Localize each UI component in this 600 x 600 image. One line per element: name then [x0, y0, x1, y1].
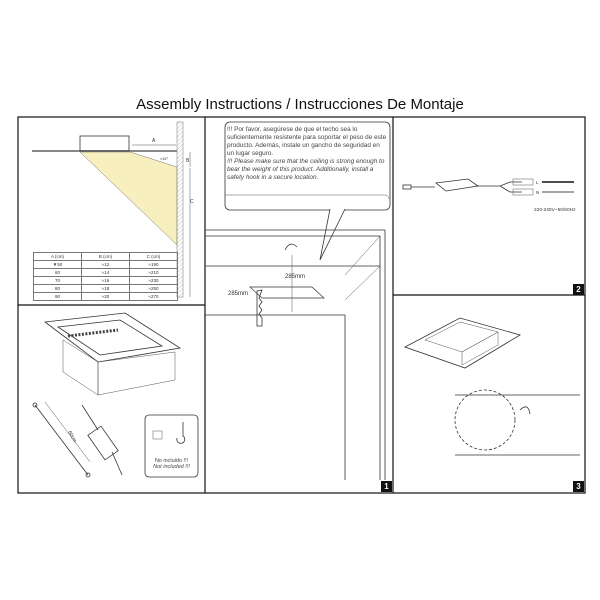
anchor-icon	[152, 430, 163, 440]
cable-length-label: 60cm	[66, 430, 77, 444]
table-row: 90≈20≈270	[33, 292, 178, 301]
beam-angle-diagram: A B C ≈15°	[32, 121, 194, 298]
ceiling-cutout-drawing: 285mm 285mm	[205, 121, 391, 480]
wire-n-label: N	[536, 190, 539, 195]
table-row: 80≈18≈250	[33, 284, 178, 293]
table-header: C (cm)	[129, 252, 178, 261]
step-1-badge: 1	[381, 481, 392, 492]
warning-text-es: !!! Por favor, asegúrese de que el techo…	[227, 126, 387, 157]
angle-label: ≈15°	[160, 156, 169, 161]
step-3-badge: 3	[573, 481, 584, 492]
table-row: 60≈14≈210	[33, 268, 178, 277]
driver-drawing	[81, 404, 123, 476]
dimension-a-label: A	[152, 138, 156, 144]
table-row: ▼50≈12≈190	[33, 260, 178, 269]
warning-text-en: !!! Please make sure that the ceiling is…	[227, 158, 385, 181]
saw-icon	[256, 289, 263, 327]
table-header: A (cm)	[33, 252, 82, 261]
step-2-badge: 2	[573, 284, 584, 295]
dimension-table: A (cm) B (cm) C (cm) ▼50≈12≈190 60≈14≈21…	[33, 252, 178, 301]
safety-warning-bubble: !!! Por favor, asegúrese de que el techo…	[227, 126, 387, 182]
not-included-label: No incluido !!! Not included !!!	[145, 458, 198, 470]
cutout-width-label: 285mm	[285, 274, 305, 280]
fixture-install-drawing	[404, 317, 580, 456]
downlight-fixture-drawing	[43, 312, 182, 396]
not-included-es: No incluido !!!	[154, 458, 189, 464]
not-included-box	[144, 414, 199, 478]
table-header: B (cm)	[81, 252, 130, 261]
voltage-label: 220-240V~50/60Hz	[534, 207, 576, 213]
wire-l-label: L	[536, 180, 539, 185]
cutout-depth-label: 285mm	[228, 291, 248, 297]
page-title: Assembly Instructions / Instrucciones De…	[136, 96, 464, 113]
table-row: 70≈16≈230	[33, 276, 178, 285]
wiring-diagram: L N 220-240V~50/60Hz	[402, 178, 576, 213]
hook-icon	[176, 422, 186, 444]
not-included-en: Not included !!!	[153, 464, 190, 470]
dimension-b-label: B	[186, 158, 190, 164]
suspension-cable-drawing: 60cm	[32, 401, 91, 478]
dimension-c-label: C	[190, 199, 194, 205]
